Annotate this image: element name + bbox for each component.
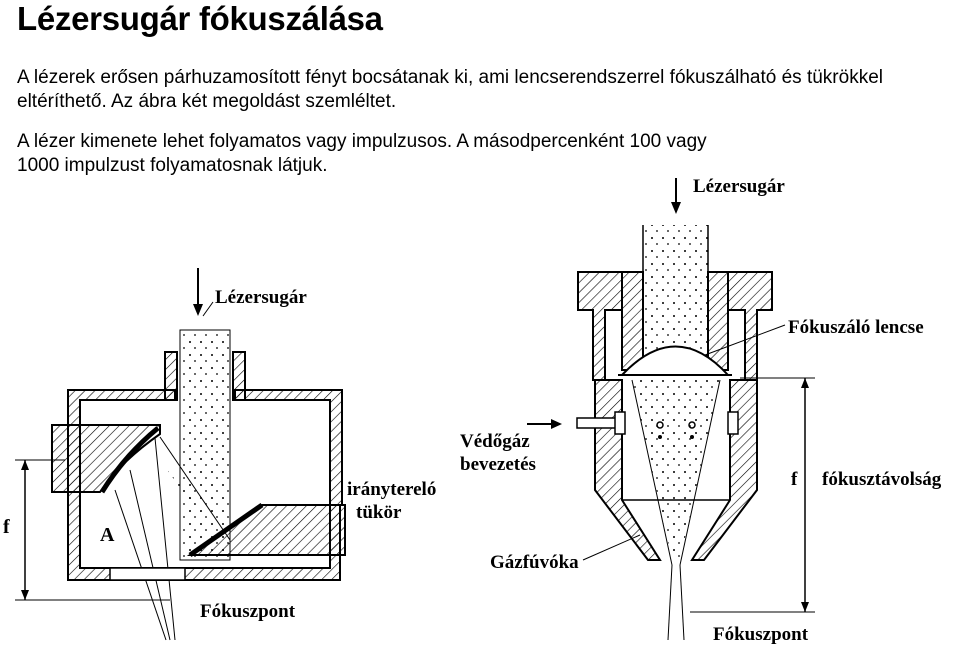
gas-inlet-arrow-icon bbox=[551, 419, 562, 429]
right-focal-label: f bbox=[791, 469, 798, 490]
gas-label-line2: bevezetés bbox=[460, 454, 536, 475]
mirror-label-line2: tükör bbox=[356, 502, 402, 523]
page-title: Lézersugár fókuszálása bbox=[17, 0, 383, 37]
right-lens-head: Lézersugár Védőgáz b bbox=[460, 176, 942, 645]
pulse-paragraph: A lézer kimenete lehet folyamatos vagy i… bbox=[17, 131, 707, 176]
right-beam-arrow-icon bbox=[671, 202, 681, 214]
gas-label-line1: Védőgáz bbox=[460, 431, 530, 452]
left-focus-label: Fókuszpont bbox=[200, 601, 296, 622]
mirror-label-line1: iránytereló bbox=[347, 479, 436, 500]
nozzle-label: Gázfúvóka bbox=[490, 552, 579, 573]
left-beam-arrow-icon bbox=[193, 304, 203, 316]
left-mirror-head: Lézersugár A f iránytereló tükör bbox=[3, 268, 436, 641]
right-beam-label: Lézersugár bbox=[693, 176, 785, 197]
focal-length-label: fókusztávolság bbox=[822, 469, 942, 490]
left-focal-label: f bbox=[3, 516, 10, 538]
intro-paragraph: A lézerek erősen párhuzamosított fényt b… bbox=[17, 67, 883, 112]
left-point-label: A bbox=[100, 524, 115, 546]
lens-label: Fókuszáló lencse bbox=[788, 317, 924, 338]
right-focus-label: Fókuszpont bbox=[713, 624, 809, 645]
left-beam-label: Lézersugár bbox=[215, 287, 307, 308]
